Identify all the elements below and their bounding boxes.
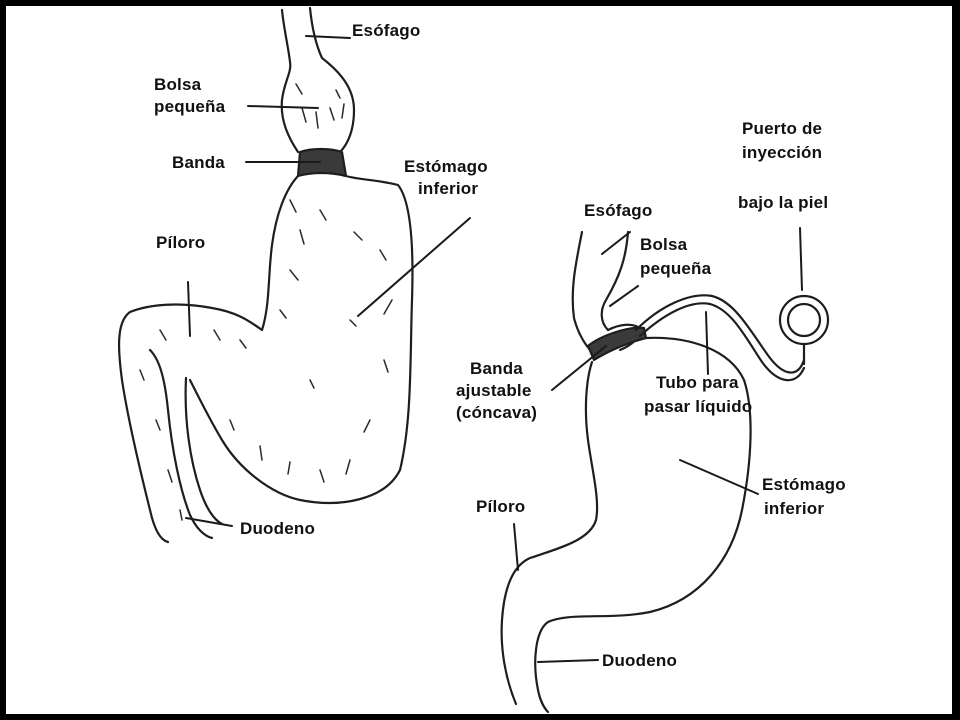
left-duodenum bbox=[148, 348, 214, 540]
diagram-canvas: Esófago Bolsa pequeña Banda Estómago inf… bbox=[6, 6, 952, 714]
left-esophagus-right-wall bbox=[308, 6, 356, 154]
left-duodeno-label: Duodeno bbox=[240, 519, 315, 538]
right-esophagus-left-wall bbox=[571, 230, 594, 354]
left-stomach-body bbox=[117, 174, 300, 544]
left-stomach-greater-curve bbox=[188, 174, 414, 504]
left-duodenum-inner bbox=[184, 376, 224, 526]
right-estomago-label-2: inferior bbox=[764, 499, 824, 518]
left-stomach-figure: Esófago Bolsa pequeña Banda Estómago inf… bbox=[117, 6, 488, 544]
right-tubo-leader bbox=[705, 311, 709, 375]
left-pouch-texture bbox=[295, 83, 345, 129]
right-stomach-figure: Puerto de inyección bajo la piel Esófago… bbox=[456, 119, 846, 714]
left-esophagus bbox=[280, 8, 300, 154]
right-puerto-leader bbox=[799, 227, 803, 291]
right-estomago-label-1: Estómago bbox=[762, 475, 846, 494]
right-puerto-label-3: bajo la piel bbox=[738, 193, 828, 212]
right-banda-label-3: (cóncava) bbox=[456, 403, 537, 422]
gastric-band-diagram: Esófago Bolsa pequeña Banda Estómago inf… bbox=[117, 6, 846, 714]
right-stomach-greater-wall bbox=[534, 336, 752, 714]
right-bolsa-leader bbox=[609, 285, 639, 307]
left-bolsa-label-1: Bolsa bbox=[154, 75, 202, 94]
right-tube-inner bbox=[638, 302, 806, 382]
right-esofago-leader bbox=[601, 231, 631, 255]
left-stomach-texture bbox=[139, 199, 393, 521]
right-duodeno-leader bbox=[537, 659, 599, 663]
left-banda-label: Banda bbox=[172, 153, 225, 172]
right-bolsa-label-1: Bolsa bbox=[640, 235, 688, 254]
right-esophagus-right-wall bbox=[600, 230, 630, 332]
left-bolsa-leader bbox=[247, 105, 319, 109]
right-banda-label-2: ajustable bbox=[456, 381, 532, 400]
left-piloro-leader bbox=[187, 281, 191, 337]
left-estomago-leader bbox=[357, 217, 471, 317]
right-tubo-label-1: Tubo para bbox=[656, 373, 739, 392]
right-puerto-label-2: inyección bbox=[742, 143, 822, 162]
right-estomago-leader bbox=[679, 459, 759, 495]
left-esofago-leader bbox=[305, 35, 351, 39]
left-bolsa-label-2: pequeña bbox=[154, 97, 226, 116]
right-banda-leader bbox=[551, 345, 607, 391]
right-bolsa-label-2: pequeña bbox=[640, 259, 712, 278]
right-banda-label-1: Banda bbox=[470, 359, 523, 378]
right-puerto-label-1: Puerto de bbox=[742, 119, 822, 138]
right-piloro-label: Píloro bbox=[476, 497, 525, 516]
right-duodeno-label: Duodeno bbox=[602, 651, 677, 670]
left-esofago-label: Esófago bbox=[352, 21, 420, 40]
left-piloro-label: Píloro bbox=[156, 233, 205, 252]
right-stomach-lesser-wall bbox=[500, 360, 599, 706]
right-esofago-label: Esófago bbox=[584, 201, 652, 220]
left-duodeno-leader bbox=[185, 517, 233, 527]
left-estomago-label-2: inferior bbox=[418, 179, 478, 198]
left-estomago-label-1: Estómago bbox=[404, 157, 488, 176]
right-band bbox=[586, 326, 648, 362]
right-tube bbox=[634, 294, 806, 374]
right-tubo-label-2: pasar líquido bbox=[644, 397, 752, 416]
right-piloro-leader bbox=[513, 523, 519, 571]
right-injection-port-inner bbox=[786, 302, 822, 338]
